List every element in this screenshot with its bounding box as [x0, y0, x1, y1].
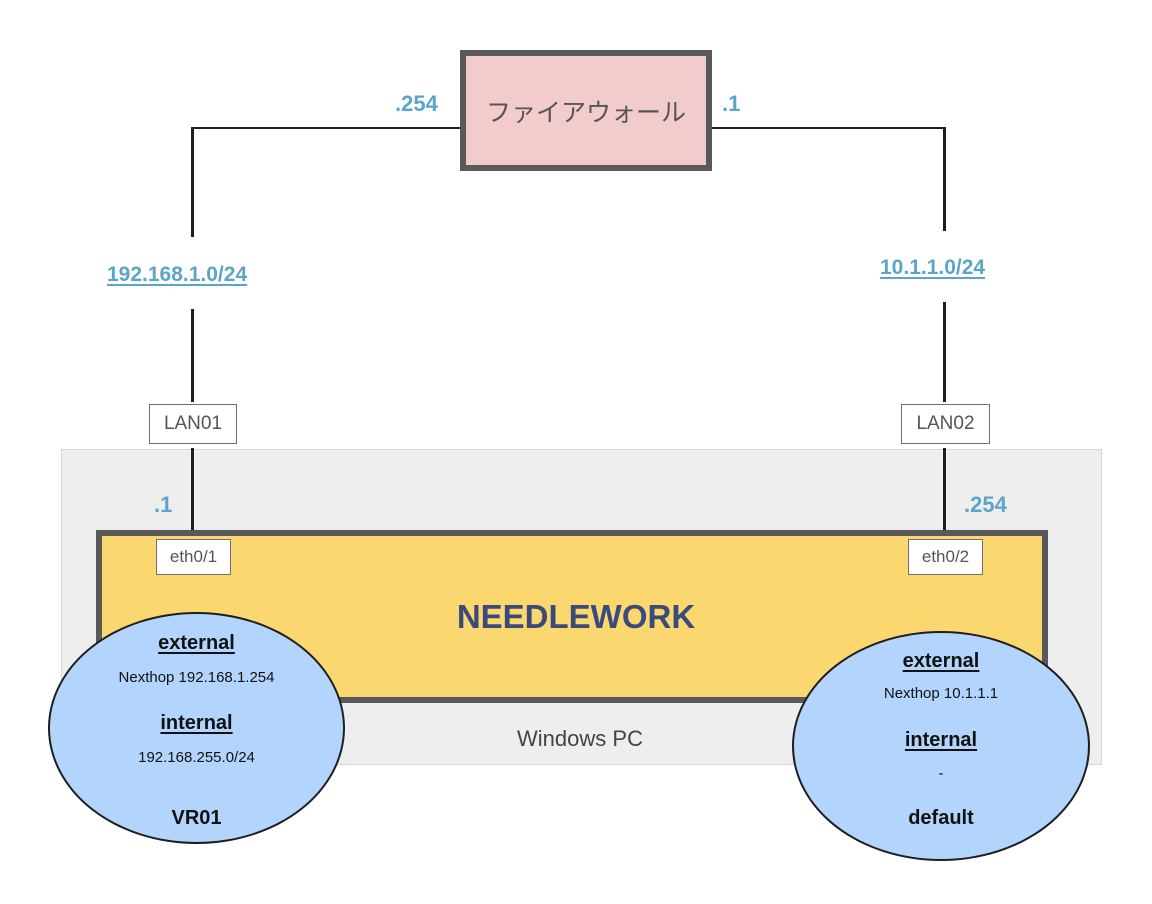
router-vr01-external-value: Nexthop 192.168.1.254	[118, 669, 275, 686]
network-left-label: 192.168.1.0/24	[107, 263, 248, 286]
device-right-address: .254	[964, 492, 1007, 517]
router-default-external-value: Nexthop 10.1.1.1	[883, 685, 999, 702]
router-default: external Nexthop 10.1.1.1 internal - def…	[792, 631, 1090, 861]
link-left-middle-vertical	[191, 309, 194, 402]
lan-port-right: LAN02	[901, 404, 990, 444]
firewall-left-address: .254	[395, 91, 438, 116]
network-right-label: 10.1.1.0/24	[880, 256, 986, 279]
router-vr01-internal-label: internal	[160, 712, 233, 734]
device-left-address: .1	[154, 492, 173, 517]
router-default-name: default	[908, 807, 974, 829]
link-fw-right-horizontal	[710, 127, 945, 129]
firewall-right-address: .1	[722, 91, 741, 116]
lan-port-left: LAN01	[149, 404, 237, 444]
link-right-lower-vertical	[943, 448, 946, 536]
link-left-upper-vertical	[191, 127, 194, 237]
router-vr01-name: VR01	[171, 807, 222, 829]
link-right-upper-vertical	[943, 127, 946, 231]
needlework-label: NEEDLEWORK	[456, 598, 696, 635]
router-default-internal-value: -	[938, 765, 944, 782]
eth-port-right: eth0/2	[908, 539, 983, 575]
router-vr01: external Nexthop 192.168.1.254 internal …	[48, 612, 345, 844]
router-vr01-external-label: external	[158, 632, 235, 654]
link-fw-left-horizontal	[192, 127, 462, 129]
link-left-lower-vertical	[191, 448, 194, 536]
router-default-internal-label: internal	[904, 729, 978, 751]
windows-pc-label: Windows PC	[517, 726, 643, 751]
firewall-node: ファイアウォール	[460, 50, 712, 171]
router-default-external-label: external	[902, 650, 980, 672]
router-vr01-internal-value: 192.168.255.0/24	[138, 749, 255, 766]
link-right-middle-vertical	[943, 302, 946, 402]
eth-port-left: eth0/1	[156, 539, 231, 575]
firewall-label: ファイアウォール	[485, 97, 686, 127]
